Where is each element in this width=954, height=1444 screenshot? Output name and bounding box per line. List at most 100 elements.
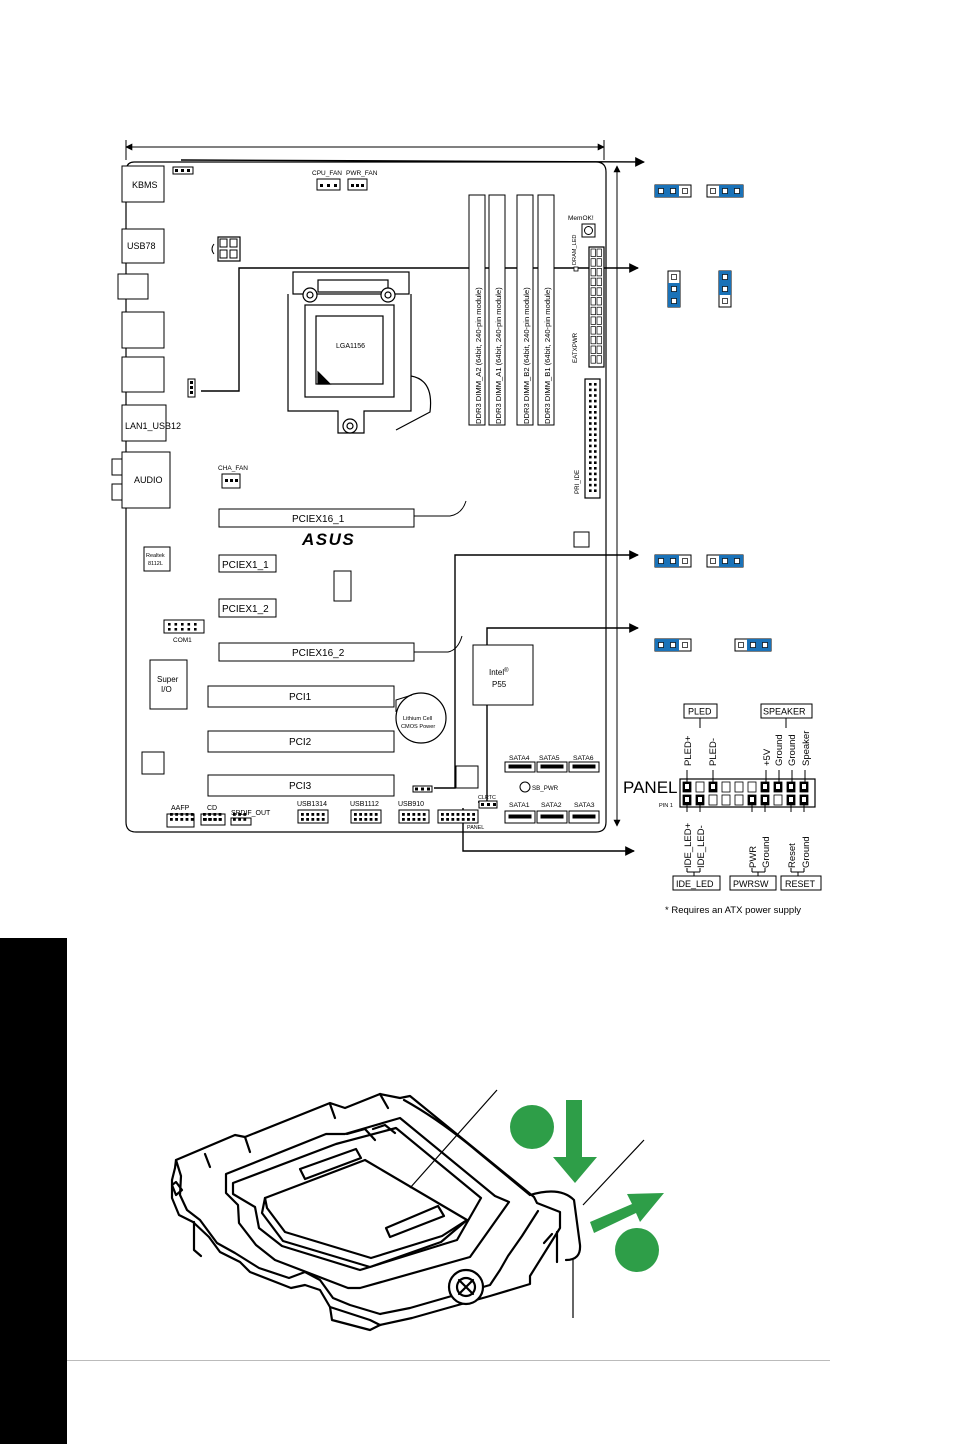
eatxpwr-label: EATXPWR <box>572 332 579 363</box>
reset-group-label: RESET <box>785 879 816 889</box>
audio-label: AUDIO <box>134 475 163 485</box>
chassis-jumper-header <box>172 166 194 175</box>
asus-logo: ASUS <box>301 530 355 549</box>
pin-speaker: Speaker <box>801 731 812 766</box>
pci1-label: PCI1 <box>289 692 312 703</box>
com1-label: COM1 <box>173 637 192 644</box>
usb1112-header <box>350 809 382 824</box>
sata2-label: SATA2 <box>541 802 562 809</box>
sb-pwr-label: SB_PWR <box>532 785 559 792</box>
cpu-fan-header <box>316 178 341 191</box>
cpu-socket-label: LGA1156 <box>336 343 365 350</box>
dimm-b2-label: DDR3 DIMM_B2 (64bit, 240-pin module) <box>522 287 531 424</box>
cmos-battery <box>395 692 447 744</box>
sata6-label: SATA6 <box>573 755 594 762</box>
dram-led <box>573 266 579 272</box>
pciex1-1-label: PCIEX1_1 <box>222 560 269 571</box>
panel-small-label: PANEL <box>467 825 484 831</box>
pin-ground-bottom-1: Ground <box>761 836 772 868</box>
footnote: * Requires an ATX power supply <box>665 905 801 916</box>
usb78-label: USB78 <box>127 241 156 251</box>
pwr-fan-header <box>347 178 368 191</box>
intel-p55-chipset <box>472 644 534 706</box>
pciex1-2-label: PCIEX1_2 <box>222 604 269 615</box>
atx12v-connector <box>211 236 241 262</box>
aafp-label: AAFP <box>171 805 190 812</box>
clrtc-label: CLRTC <box>478 795 496 801</box>
pwrsw-group-label: PWRSW <box>733 879 769 889</box>
usb1314-label: USB1314 <box>297 801 327 808</box>
press-down-arrow <box>553 1100 597 1183</box>
sata3-label: SATA3 <box>574 802 595 809</box>
sata-lower-ports <box>504 810 600 824</box>
pci2-label: PCI2 <box>289 737 312 748</box>
pri-ide-label: PRI_IDE <box>574 470 581 494</box>
board-chip-vertical <box>333 570 352 602</box>
dimm-slots <box>468 194 555 426</box>
dimm-b1-label: DDR3 DIMM_B1 (64bit, 240-pin module) <box>543 287 552 424</box>
pin-plus5v: +5V <box>762 748 773 766</box>
super-io-chip <box>149 659 188 710</box>
pin-ide-led-plus: IDE_LED+ <box>683 822 694 868</box>
super-io-label-2: I/O <box>161 685 172 694</box>
rear-io-connectors <box>111 165 171 509</box>
spdif-out-label: SPDIF_OUT <box>231 810 271 817</box>
pin-ground-top-2: Ground <box>787 734 798 766</box>
footer-rule <box>67 1360 830 1361</box>
super-io-label-1: Super <box>157 675 179 684</box>
step-a-marker <box>510 1105 554 1149</box>
panel-pins <box>679 718 816 876</box>
pri-ide-pins <box>589 383 597 492</box>
pin-pled-plus: PLED+ <box>683 735 694 766</box>
chipset-label-model: P55 <box>492 680 507 689</box>
eatxpwr-pins <box>590 248 602 364</box>
sata-upper-ports <box>504 761 600 773</box>
jumper-settings <box>654 184 772 652</box>
cd-label: CD <box>207 805 217 812</box>
speaker-group-label: SPEAKER <box>763 707 806 717</box>
kbms-label: KBMS <box>132 180 158 190</box>
com1-pins <box>168 623 197 631</box>
pci3-label: PCI3 <box>289 781 312 792</box>
pciex16-2-label: PCIEX16_2 <box>292 648 345 659</box>
battery-label-2: CMOS Power <box>401 724 435 730</box>
cd-header <box>200 813 226 826</box>
dimm-a2-label: DDR3 DIMM_A2 (64bit, 240-pin module) <box>474 287 483 424</box>
cpu-socket <box>287 271 432 434</box>
sata4-label: SATA4 <box>509 755 530 762</box>
cpu-installation-illustration <box>170 1092 582 1332</box>
cha-fan-label: CHA_FAN <box>218 465 248 472</box>
sb-pwr-led <box>519 781 531 793</box>
cpu-fan-label: CPU_FAN <box>312 170 342 177</box>
pin-ground-bottom-2: Ground <box>801 836 812 868</box>
front-panel-header <box>437 809 479 824</box>
chipset-label-brand: Intel® <box>489 667 509 677</box>
lift-lever-arrow <box>590 1193 664 1233</box>
board-chip-left <box>141 751 165 775</box>
clrtc-jumper <box>478 800 498 809</box>
pri-ide-connector <box>584 378 601 499</box>
language-sidebar-tab <box>0 938 67 1444</box>
ide-led-group-label: IDE_LED <box>676 879 714 889</box>
bottom-header-pins <box>170 813 475 821</box>
pciex16-1-label: PCIEX16_1 <box>292 514 345 525</box>
sata1-label: SATA1 <box>509 802 530 809</box>
memok-label: MemOK! <box>568 215 594 222</box>
board-chip-small <box>573 531 590 548</box>
cha-fan-header <box>221 473 241 489</box>
board-chip-bottom <box>455 765 479 789</box>
pin-pled-minus: PLED- <box>708 738 719 766</box>
usb910-label: USB910 <box>398 801 424 808</box>
callout-lines <box>180 157 645 856</box>
com1-header <box>163 619 205 634</box>
pwr-fan-label: PWR_FAN <box>346 170 378 177</box>
sb-jumper-header <box>412 785 433 793</box>
vertical-jumper-header <box>187 378 196 398</box>
pin1-label: PIN 1 <box>659 803 673 809</box>
dimm-a1-label: DDR3 DIMM_A1 (64bit, 240-pin module) <box>494 287 503 424</box>
usb1112-label: USB1112 <box>350 801 379 808</box>
usb910-header <box>398 809 430 824</box>
pin-pwr: PWR <box>748 846 759 868</box>
